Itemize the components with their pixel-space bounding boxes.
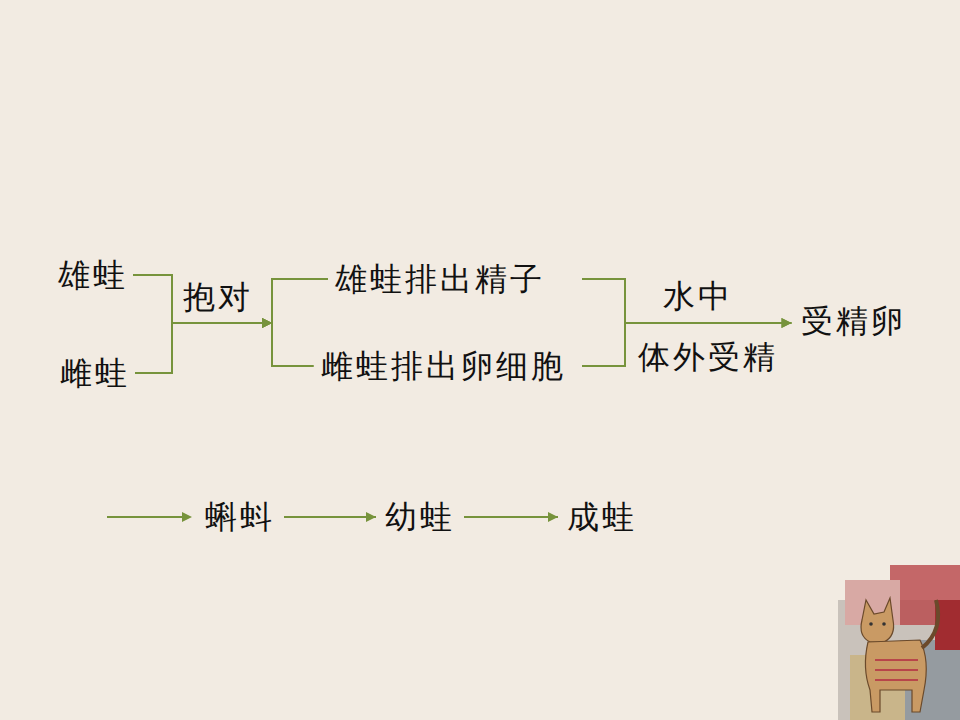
flow-step: 雌蛙排出卵细胞 bbox=[320, 348, 567, 385]
flow-step: 蝌蚪 bbox=[204, 499, 276, 536]
cat-stripes bbox=[875, 660, 918, 680]
connector-group bbox=[133, 275, 328, 328]
arrowhead bbox=[548, 512, 558, 522]
arrowhead bbox=[782, 318, 792, 328]
step-text: 受精卵 bbox=[800, 303, 907, 340]
connector-group bbox=[464, 512, 558, 522]
flow-step: 雌蛙 bbox=[59, 355, 131, 392]
step-text: 成蛙 bbox=[566, 499, 638, 536]
arrowhead bbox=[262, 318, 272, 328]
step-label: 水中 bbox=[663, 278, 733, 315]
step-text: 蝌蚪 bbox=[204, 499, 276, 536]
arrowhead bbox=[262, 318, 272, 328]
arrowhead bbox=[262, 318, 272, 328]
cat-eye bbox=[882, 622, 886, 626]
lead-in-arrow bbox=[107, 512, 192, 522]
connector bbox=[135, 279, 328, 373]
connector bbox=[135, 323, 314, 373]
step-label: 体外受精 bbox=[638, 339, 778, 376]
step-text: 雌蛙排出卵细胞 bbox=[320, 348, 567, 385]
step-text: 雌蛙 bbox=[59, 355, 131, 392]
cat-tail bbox=[922, 600, 938, 648]
arrowhead bbox=[262, 318, 272, 328]
cat-head bbox=[861, 598, 894, 642]
flow-step: 雄蛙排出精子 bbox=[334, 261, 546, 298]
cat-illustration bbox=[838, 565, 960, 720]
arrowhead bbox=[782, 318, 792, 328]
arrowhead bbox=[366, 512, 376, 522]
connector-group bbox=[284, 512, 376, 522]
arrowhead bbox=[182, 512, 192, 522]
connector bbox=[133, 275, 328, 323]
step-text: 幼蛙 bbox=[384, 499, 456, 536]
cat-eye bbox=[869, 622, 873, 626]
flow-step: 幼蛙 bbox=[384, 499, 456, 536]
connector bbox=[284, 516, 376, 518]
step-label: 抱对 bbox=[183, 279, 253, 316]
connector-group bbox=[133, 275, 314, 366]
flow-step: 成蛙 bbox=[566, 499, 638, 536]
flow-step: 雄蛙 bbox=[57, 257, 129, 294]
arrow-line bbox=[107, 516, 184, 518]
connector-group bbox=[135, 279, 328, 373]
step-text: 雄蛙 bbox=[57, 257, 129, 294]
cat-body bbox=[865, 640, 926, 712]
flow-step: 受精卵 bbox=[800, 303, 907, 340]
connector bbox=[133, 275, 314, 366]
connector-group bbox=[135, 318, 314, 373]
step-text: 雄蛙排出精子 bbox=[334, 261, 546, 298]
connector bbox=[464, 516, 558, 518]
